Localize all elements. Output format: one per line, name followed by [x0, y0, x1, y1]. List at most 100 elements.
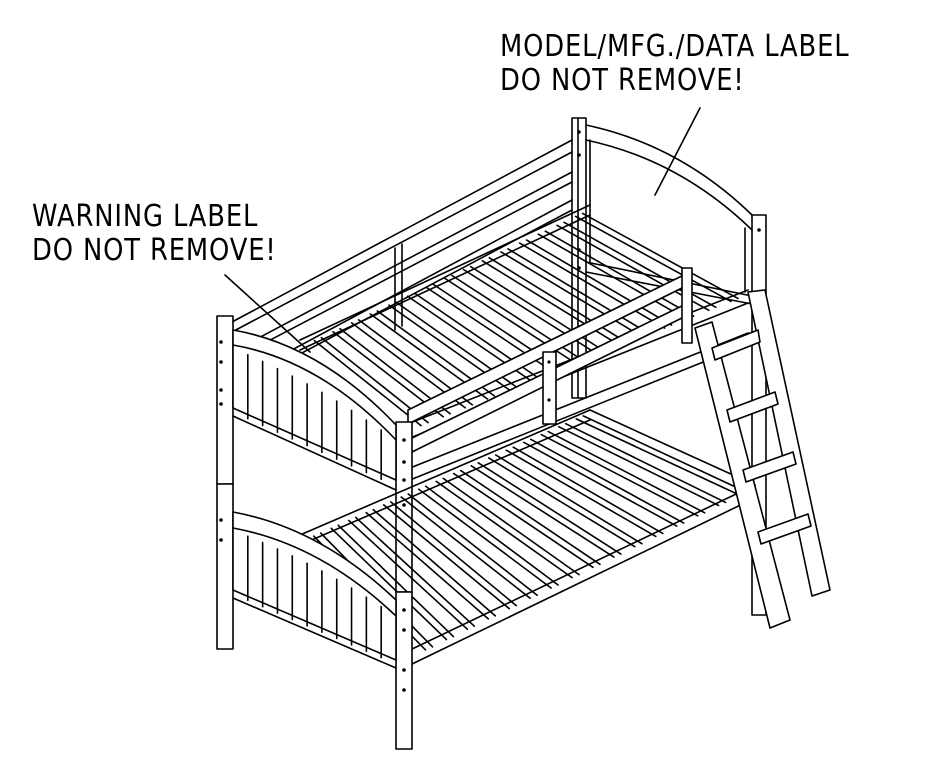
model-label-leader [654, 107, 701, 196]
lower-slat-edge [442, 477, 580, 576]
ladder-rung-1 [711, 329, 761, 361]
lower-slat-edge [564, 422, 727, 504]
bolt-dot [402, 503, 406, 507]
upper-front-side-rail-4 [404, 343, 749, 483]
lower-slat-edge [389, 501, 518, 607]
upper-slat-edge [488, 256, 629, 344]
lower-slat [540, 433, 699, 517]
lower-slat-edge [582, 415, 748, 493]
back-rail-top [231, 139, 573, 323]
front-headboard-upper-arch [232, 344, 397, 441]
upper-slat-edge [581, 212, 739, 300]
bolt-dot [402, 478, 406, 482]
lower-slat [435, 480, 573, 579]
bolt-dot [219, 360, 223, 364]
lower-slat-edge [459, 469, 601, 566]
bolt-dot [219, 518, 223, 522]
lower-slat-edge [477, 461, 622, 555]
lower-slat-edge [337, 524, 455, 638]
rear-right-post [571, 117, 587, 399]
lower-side-rails [299, 409, 756, 666]
ladder-rung-3 [742, 451, 797, 483]
lower-slat [382, 504, 511, 610]
upper-slat-edge [525, 239, 673, 326]
bolt-dot [219, 402, 223, 406]
model-label-line-1: MODEL/MFG./DATA LABEL [500, 29, 850, 64]
lower-slat [400, 496, 531, 600]
front-left-post-lower [216, 483, 234, 650]
upper-slat-edge [507, 248, 651, 335]
lower-slat-edge [372, 508, 497, 617]
upper-back-side-rail-2 [299, 214, 591, 351]
bolt-dot [402, 628, 406, 632]
bolt-dot [547, 398, 551, 402]
bolt-dot [547, 360, 551, 364]
warning-label-line-1: WARNING LABEL [32, 199, 259, 234]
bolt-dot [219, 340, 223, 344]
front-headboard-lower-arch [232, 527, 397, 617]
front-headboard-upper-panel [232, 329, 397, 481]
lower-slat-edge [354, 516, 476, 628]
lower-slat-edge [529, 438, 685, 524]
ladder-left-rail [694, 321, 791, 629]
bolt-dot [219, 388, 223, 392]
model-label-line-2: DO NOT REMOVE! [500, 63, 745, 98]
model-data-label-callout: MODEL/MFG./DATA LABEL DO NOT REMOVE! [500, 30, 850, 98]
lower-rear-edge [589, 409, 756, 486]
lower-slat-edge [494, 454, 643, 545]
upper-slat [500, 251, 644, 338]
upper-slat-edge [544, 230, 695, 317]
upper-slat [313, 339, 422, 427]
lower-slat [557, 425, 720, 507]
bolt-dot [219, 538, 223, 542]
front-headboard-upper-spindles [247, 353, 382, 481]
upper-slat [518, 242, 666, 329]
bolt-dot [577, 266, 581, 270]
bolt-dot [402, 608, 406, 612]
ladder-rung-2 [726, 391, 779, 423]
front-headboard-upper [216, 315, 413, 593]
lower-back-side-rail [299, 409, 591, 536]
upper-slat [481, 259, 622, 347]
lower-slat [452, 472, 594, 569]
guard-rail-end-post [681, 267, 693, 344]
lower-slat [575, 418, 741, 496]
lower-back-side-rail-2 [299, 419, 591, 546]
guard-rail-center-brace [542, 351, 557, 425]
lower-slat [522, 441, 678, 527]
lower-slat [347, 519, 469, 631]
front-headboard-lower-panel [232, 511, 397, 661]
lower-slat-edge [424, 485, 559, 586]
upper-front-side-rail-3 [404, 332, 749, 471]
bolt-dot [402, 438, 406, 442]
front-headboard-lower [216, 483, 413, 750]
lower-front-side-rail [409, 484, 756, 651]
rear-headboard-arch [585, 124, 753, 216]
lower-slat-edge [512, 446, 664, 535]
rear-headboard-arch-2 [585, 139, 753, 231]
bolt-dot [577, 130, 581, 134]
lower-slat [505, 449, 657, 538]
bolt-dot [757, 228, 761, 232]
bolt-dot [402, 668, 406, 672]
warning-label-line-2: DO NOT REMOVE! [32, 233, 277, 268]
bolt-dot [402, 460, 406, 464]
upper-slat [574, 215, 732, 303]
front-headboard-lower-bottom [232, 597, 397, 669]
lower-slat-edge [407, 493, 538, 597]
bolt-dot [577, 153, 581, 157]
warning-label-callout: WARNING LABEL DO NOT REMOVE! [32, 200, 277, 268]
lower-front-side-rail-2 [409, 497, 756, 666]
upper-front-guard-rail [407, 267, 693, 455]
upper-back-side-rail [299, 204, 591, 341]
lower-slat [417, 488, 552, 589]
lower-slat [365, 511, 490, 620]
lower-slat [470, 464, 615, 558]
back-rail-top-2 [231, 151, 573, 333]
bolt-dot [402, 688, 406, 692]
upper-slat [537, 233, 688, 320]
far-right-post [751, 214, 767, 616]
lower-slat [487, 457, 636, 548]
front-headboard-upper-bottom [232, 415, 397, 491]
